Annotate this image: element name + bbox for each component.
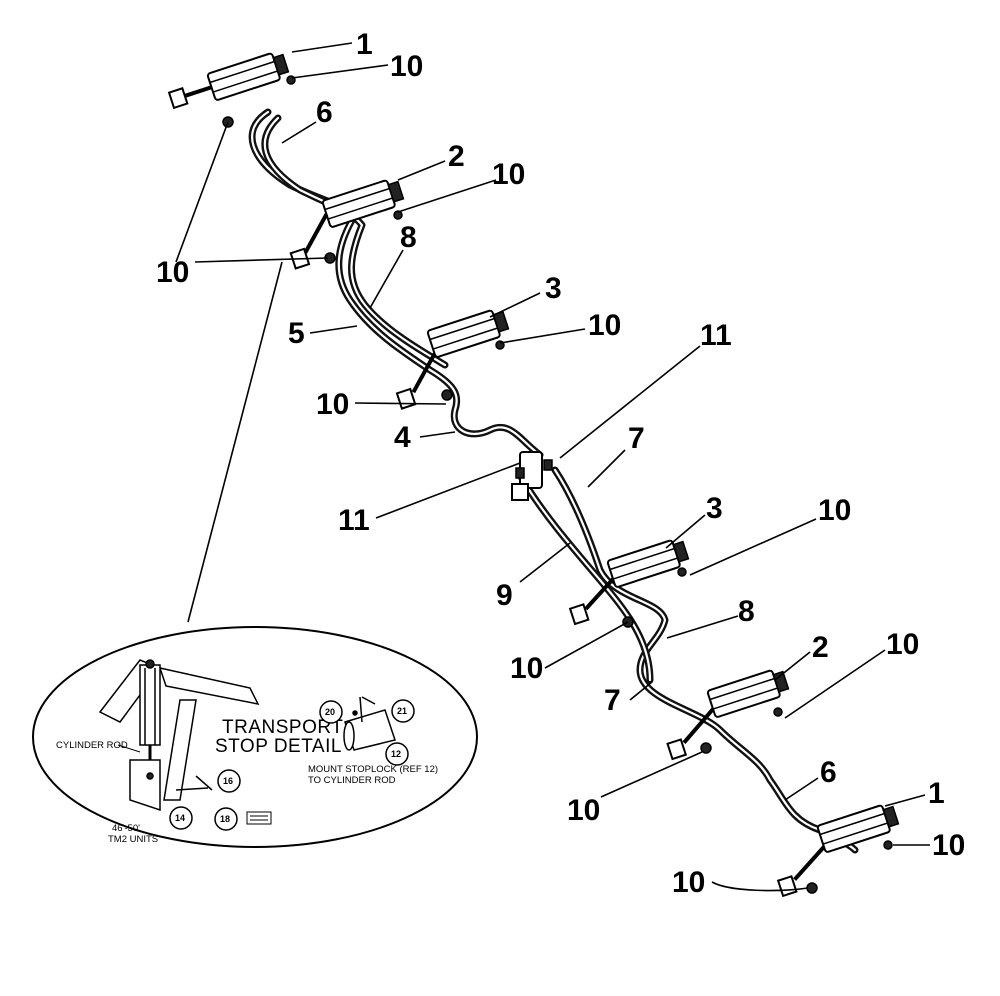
detail-title-line2: STOP DETAIL: [215, 736, 342, 757]
callout-10-middle-left: 10: [316, 388, 349, 421]
callout-3-bottom: 3: [706, 492, 723, 525]
callout-10-lowest: 10: [672, 866, 705, 899]
callout-10-top-right: 10: [390, 50, 423, 83]
callout-2-bottom: 2: [812, 631, 829, 664]
callout-10-second-right: 10: [492, 158, 525, 191]
transport-stop-detail: TRANSPORT STOP DETAIL CYLINDER ROD 46'-5…: [32, 626, 478, 848]
cylinder-3-bottom: [568, 539, 690, 626]
ref-14: 14: [175, 813, 185, 823]
callout-11-top: 11: [700, 319, 732, 352]
tag-plate: [246, 811, 272, 825]
callout-1-top: 1: [356, 28, 373, 61]
callout-9: 9: [496, 579, 513, 612]
callout-4: 4: [394, 421, 411, 454]
callout-2-top: 2: [448, 140, 465, 173]
leader-lines: [175, 42, 930, 892]
callout-7-bottom: 7: [604, 684, 621, 717]
cylinder-rod-drawing: [98, 659, 260, 812]
callout-10-bottom-right: 10: [932, 829, 965, 862]
callout-1-bottom: 1: [928, 777, 945, 810]
mount-note-line2: TO CYLINDER ROD: [308, 775, 396, 786]
callout-7-top: 7: [628, 422, 645, 455]
callout-10-fifth-right: 10: [886, 628, 919, 661]
ref-12: 12: [391, 749, 401, 759]
ref-21: 21: [397, 706, 407, 716]
stoplock-drawing: [343, 696, 396, 751]
hose-runs: [248, 108, 859, 854]
ref-18: 18: [220, 814, 230, 824]
detail-title-line1: TRANSPORT: [222, 717, 343, 738]
callout-8-bottom: 8: [738, 595, 755, 628]
units-line1: 46'-50': [112, 823, 140, 834]
callout-10-lower-left: 10: [510, 652, 543, 685]
callout-6-bottom: 6: [820, 756, 837, 789]
callout-10-fourth-right: 10: [818, 494, 851, 527]
callout-11-bottom: 11: [338, 504, 370, 537]
callout-labels: 1 10 6 2 10 10 8 3 5 10 11 10 4 7 11 3 1…: [156, 28, 965, 899]
cylinder-2-bottom: [666, 669, 790, 761]
callout-3-top: 3: [545, 272, 562, 305]
callout-10-bottom-left: 10: [567, 794, 600, 827]
cylinder-3-top: [395, 309, 510, 410]
tee-valve-block: [511, 451, 553, 501]
callout-6-top: 6: [316, 96, 333, 129]
hose-main-lower: [551, 466, 859, 854]
mount-note-line1: MOUNT STOPLOCK (REF 12): [308, 764, 438, 775]
ref-20: 20: [325, 707, 335, 717]
cylinder-1-bottom: [776, 804, 900, 898]
ref-16: 16: [223, 776, 233, 786]
cylinder-rod-label: CYLINDER ROD: [56, 740, 128, 751]
callout-10-third-right: 10: [588, 309, 621, 342]
callout-8-top: 8: [400, 221, 417, 254]
cylinder-1-top: [167, 52, 290, 110]
units-line2: TM2 UNITS: [108, 834, 158, 845]
callout-5: 5: [288, 317, 305, 350]
detail-reference-circles: 20 21 12 16 14 18: [169, 699, 415, 831]
callout-10-left: 10: [156, 256, 189, 289]
